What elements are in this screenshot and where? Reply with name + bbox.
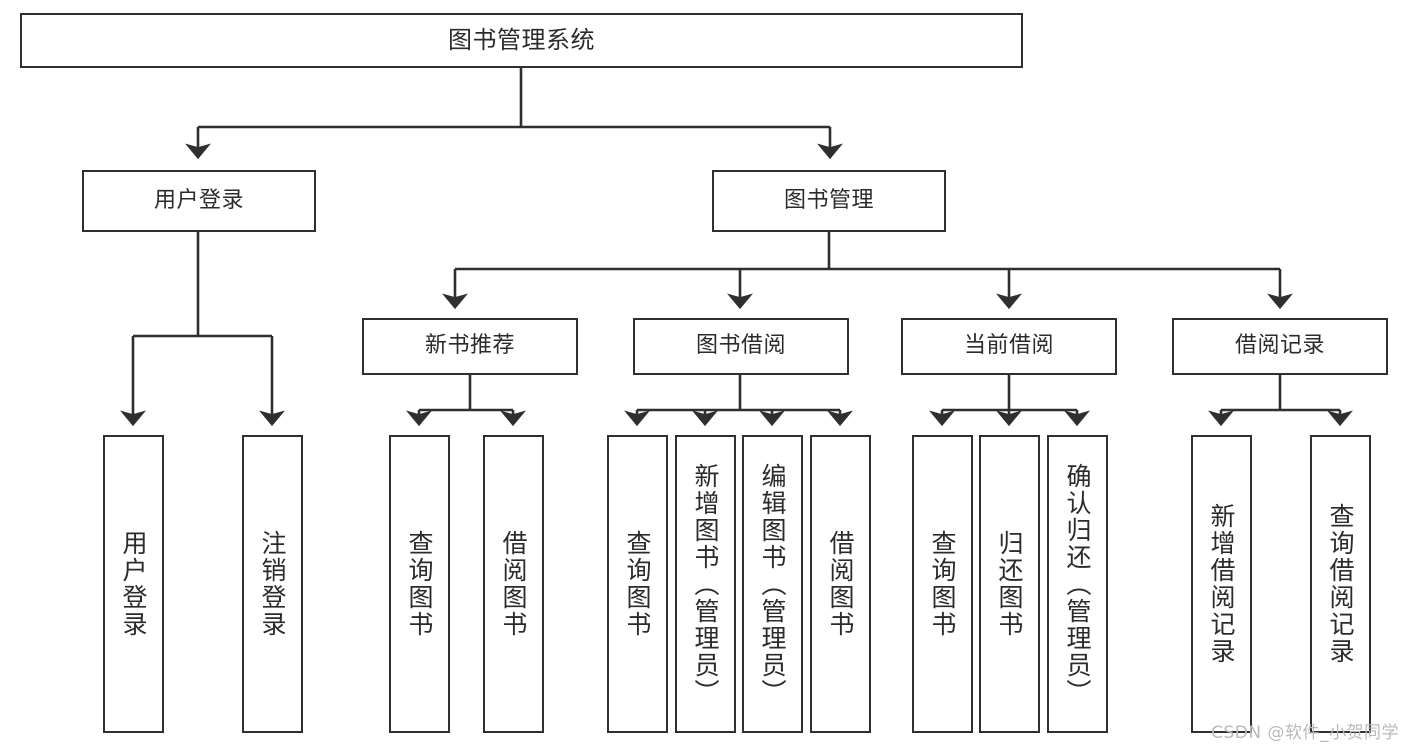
node-label: 图书管理系统 bbox=[448, 26, 595, 55]
watermark: CSDN @软件_小贺同学 bbox=[1211, 723, 1399, 743]
node-label: 归还图书 bbox=[995, 530, 1024, 638]
leaf-add-borrow-record[interactable]: 新增借阅记录 bbox=[1191, 435, 1252, 733]
node-label: 用户登录 bbox=[153, 187, 244, 213]
node-current-borrow[interactable]: 当前借阅 bbox=[901, 318, 1117, 375]
leaf-borrow-book[interactable]: 借阅图书 bbox=[810, 435, 871, 733]
node-label: 用户登录 bbox=[119, 530, 148, 638]
node-label: 借阅记录 bbox=[1234, 333, 1325, 359]
node-label: 查询借阅记录 bbox=[1326, 503, 1355, 665]
leaf-query-book-recommend[interactable]: 查询图书 bbox=[389, 435, 450, 733]
node-label: 新增图书（管理员） bbox=[691, 462, 720, 706]
node-label: 当前借阅 bbox=[963, 333, 1054, 359]
node-label: 查询图书 bbox=[405, 530, 434, 638]
node-label: 注销登录 bbox=[258, 530, 287, 638]
leaf-edit-book-admin[interactable]: 编辑图书（管理员） bbox=[742, 435, 803, 733]
node-book-management[interactable]: 图书管理 bbox=[712, 170, 946, 232]
node-label: 借阅图书 bbox=[499, 530, 528, 638]
leaf-logout[interactable]: 注销登录 bbox=[242, 435, 303, 733]
node-label: 确认归还（管理员） bbox=[1063, 462, 1092, 706]
node-book-borrow[interactable]: 图书借阅 bbox=[633, 318, 849, 375]
node-label: 图书管理 bbox=[783, 187, 874, 213]
leaf-confirm-return-admin[interactable]: 确认归还（管理员） bbox=[1047, 435, 1108, 733]
node-label: 查询图书 bbox=[623, 530, 652, 638]
node-user-login[interactable]: 用户登录 bbox=[82, 170, 316, 232]
node-new-book-recommend[interactable]: 新书推荐 bbox=[362, 318, 578, 375]
leaf-borrow-book-recommend[interactable]: 借阅图书 bbox=[483, 435, 544, 733]
leaf-query-borrow-record[interactable]: 查询借阅记录 bbox=[1310, 435, 1371, 733]
leaf-return-book[interactable]: 归还图书 bbox=[979, 435, 1040, 733]
leaf-query-book-current[interactable]: 查询图书 bbox=[912, 435, 973, 733]
leaf-add-book-admin[interactable]: 新增图书（管理员） bbox=[675, 435, 736, 733]
node-root-system[interactable]: 图书管理系统 bbox=[20, 13, 1023, 68]
node-borrow-records[interactable]: 借阅记录 bbox=[1172, 318, 1388, 375]
node-label: 图书借阅 bbox=[695, 333, 786, 359]
node-label: 借阅图书 bbox=[826, 530, 855, 638]
node-label: 查询图书 bbox=[928, 530, 957, 638]
node-label: 编辑图书（管理员） bbox=[758, 462, 787, 706]
node-label: 新增借阅记录 bbox=[1207, 503, 1236, 665]
node-label: 新书推荐 bbox=[424, 333, 515, 359]
leaf-query-book-borrow[interactable]: 查询图书 bbox=[607, 435, 668, 733]
leaf-user-login[interactable]: 用户登录 bbox=[103, 435, 164, 733]
